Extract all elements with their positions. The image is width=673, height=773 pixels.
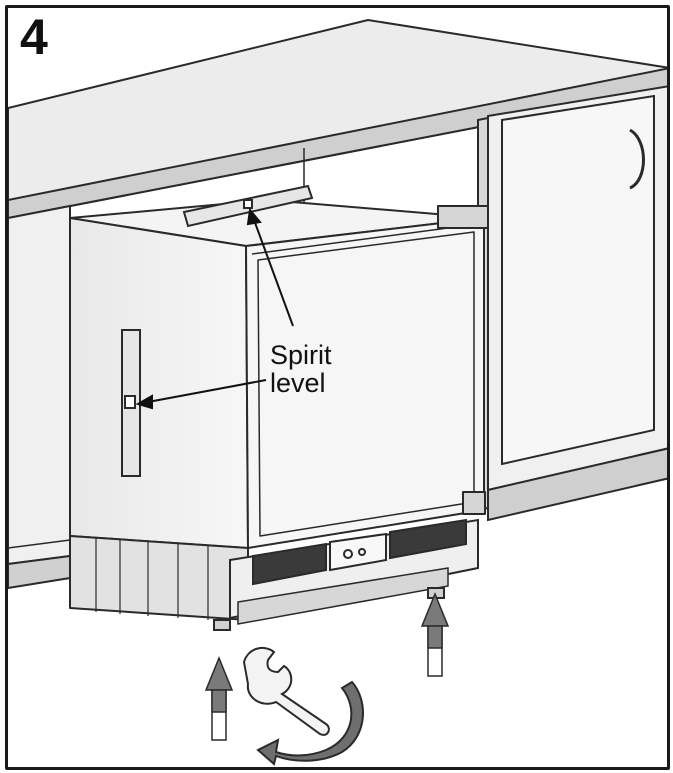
up-arrow-icon <box>204 656 234 741</box>
front-grille <box>229 518 479 625</box>
wrench-icon <box>242 646 330 736</box>
installation-diagram <box>8 19 667 766</box>
instruction-frame: 4 Spirit level <box>5 5 670 770</box>
callout-line-2: level <box>270 368 326 398</box>
left-cabinet <box>8 204 71 590</box>
rotate-arrow-icon <box>256 680 364 766</box>
callout-leaders <box>135 207 294 410</box>
up-arrow-icon <box>420 592 450 677</box>
step-number: 4 <box>20 9 48 65</box>
fridge-body <box>69 199 489 621</box>
spirit-level-icon <box>121 329 141 477</box>
countertop <box>8 19 667 219</box>
spirit-level-icon <box>182 184 314 228</box>
spirit-level-callout: Spirit level <box>270 341 332 397</box>
callout-line-1: Spirit <box>270 340 332 370</box>
